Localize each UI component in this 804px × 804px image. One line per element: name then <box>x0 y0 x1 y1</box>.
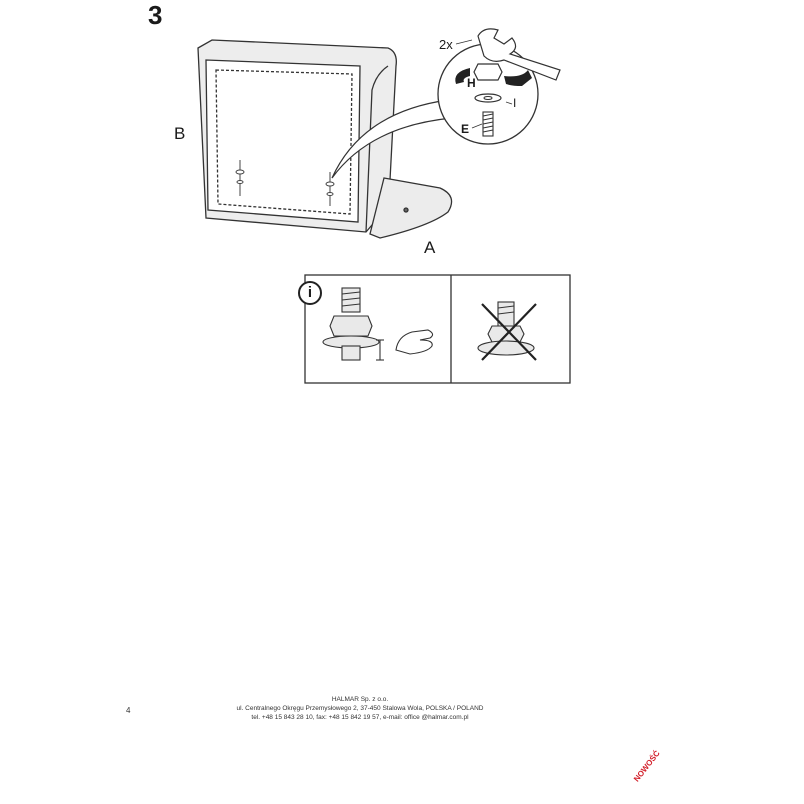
info-icon-letter: i <box>307 284 313 301</box>
new-badge: NOWOŚĆ <box>632 748 662 784</box>
bolt-markers <box>235 160 335 206</box>
detail-circle <box>437 28 561 145</box>
part-label-h: H <box>467 76 476 90</box>
base-part-a <box>369 177 453 239</box>
footer: HALMAR Sp. z o.o. ul. Centralnego Okręgu… <box>150 695 570 722</box>
footer-contact: tel. +48 15 843 28 10, fax: +48 15 842 1… <box>251 714 469 721</box>
wrench-icon <box>477 28 561 81</box>
info-icon <box>298 281 322 305</box>
page-number: 4 <box>126 706 131 715</box>
rotation-arrow-left <box>455 68 470 84</box>
nut-icon <box>473 63 503 81</box>
part-label-b: B <box>174 124 186 143</box>
info-panel <box>298 274 571 384</box>
part-label-e: E <box>461 122 470 136</box>
incorrect-bolt-detail <box>477 301 537 361</box>
step-number: 3 <box>148 0 163 30</box>
part-label-i: I <box>513 96 517 110</box>
quantity-label: 2x <box>439 37 453 52</box>
bolt-icon <box>482 111 494 137</box>
assembly-illustration <box>197 28 561 239</box>
rotation-arrow-right <box>504 70 532 86</box>
finger-pointer-icon <box>395 329 434 355</box>
part-label-a: A <box>424 238 436 257</box>
correct-bolt-detail <box>322 287 384 361</box>
footer-address: ul. Centralnego Okręgu Przemysłowego 2, … <box>236 705 484 712</box>
backrest-part-b <box>197 39 397 233</box>
footer-company: HALMAR Sp. z o.o. <box>331 696 389 703</box>
